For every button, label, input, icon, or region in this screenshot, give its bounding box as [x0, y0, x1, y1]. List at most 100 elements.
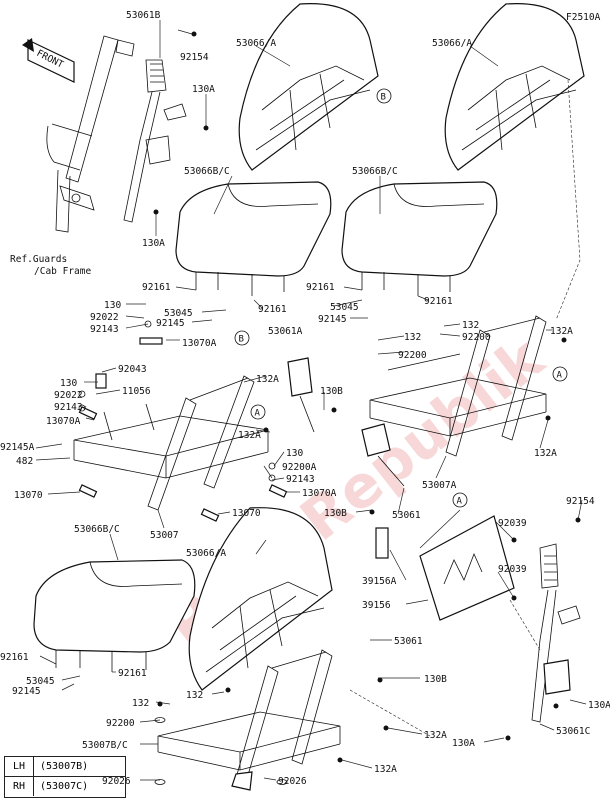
- callout: 92161: [424, 296, 453, 307]
- leader-lines: [35, 20, 587, 781]
- ref-circle-b-2: B: [234, 330, 250, 346]
- ref-note-line1: Ref.Guards: [10, 254, 67, 265]
- callout: 132A: [424, 730, 447, 741]
- callout: 92145: [318, 314, 347, 325]
- seat-belt-left-drawing: [115, 39, 187, 223]
- callout-labels: 53061B 92154 130A 130A 53066/A 53066/A 5…: [0, 10, 610, 787]
- callout: 53061: [394, 636, 423, 647]
- callout: 92022: [54, 390, 83, 401]
- callout: 53066B/C: [74, 524, 120, 535]
- seat-back-upper-right-drawing: [444, 3, 585, 171]
- callout: 53007: [150, 530, 179, 541]
- seat-cushion-upper-right-drawing: [341, 181, 498, 296]
- svg-text:A: A: [255, 409, 261, 419]
- callout: 130A: [588, 700, 610, 711]
- seat-cushion-lower-drawing: [33, 559, 196, 672]
- callout: 132A: [238, 430, 261, 441]
- callout: 53045: [164, 308, 193, 319]
- callout: 92154: [180, 52, 209, 63]
- svg-text:A: A: [557, 371, 563, 381]
- callout: 130B: [324, 508, 347, 519]
- callout: 132A: [534, 448, 557, 459]
- legend-side: RH: [5, 777, 34, 796]
- seat-frame-lower-drawing: [157, 649, 341, 791]
- callout: 92143: [90, 324, 119, 335]
- front-arrow-icon: FRONT: [22, 38, 75, 83]
- buckle-53061-mid-drawing: [361, 423, 405, 487]
- fastener-dots: [153, 31, 581, 785]
- callout: 92026: [278, 776, 307, 787]
- buckle-53061A-drawing: [287, 357, 315, 433]
- callout: 132A: [256, 374, 279, 385]
- callout: 92043: [118, 364, 147, 375]
- callout: 130B: [320, 386, 343, 397]
- callout: 92143: [54, 402, 83, 413]
- callout: 53007B/C: [82, 740, 128, 751]
- callout: 39156: [362, 600, 391, 611]
- svg-text:B: B: [381, 93, 386, 103]
- callout: 92161: [258, 304, 287, 315]
- callout: 92161: [118, 668, 147, 679]
- callout: 92145: [12, 686, 41, 697]
- callout: 53066/A: [186, 548, 226, 559]
- callout: 92145: [156, 318, 185, 329]
- callout: 92022: [90, 312, 119, 323]
- seat-back-upper-left-drawing: [238, 3, 379, 171]
- callout: 130A: [142, 238, 165, 249]
- callout: 92154: [566, 496, 595, 507]
- callout: 132A: [374, 764, 397, 775]
- callout: 132A: [550, 326, 573, 337]
- callout: 92161: [0, 652, 29, 663]
- legend-row: LH (53007B): [5, 757, 125, 776]
- svg-text:B: B: [239, 335, 244, 345]
- callout: 53066B/C: [352, 166, 398, 177]
- callout: 11056: [122, 386, 151, 397]
- callout: 13070: [232, 508, 261, 519]
- ref-circle-a-2: A: [250, 404, 266, 420]
- callout: 132: [462, 320, 479, 331]
- callout: 53066/A: [432, 38, 472, 49]
- callout: 130: [60, 378, 77, 389]
- callout: 92200: [462, 332, 491, 343]
- callout: 53007A: [422, 480, 457, 491]
- callout: 92039: [498, 564, 527, 575]
- callout: 13070A: [302, 488, 337, 499]
- callout: 53061A: [268, 326, 303, 337]
- callout: 92161: [306, 282, 335, 293]
- callout: 130B: [424, 674, 447, 685]
- callout: 13070: [14, 490, 43, 501]
- figure-id: F2510A: [566, 12, 601, 23]
- callout: 132: [132, 698, 149, 709]
- legend-part: (53007C): [40, 781, 89, 792]
- callout: 92039: [498, 518, 527, 529]
- callout: 92145A: [0, 442, 35, 453]
- ref-circle-a-1: A: [552, 366, 568, 382]
- callout: 39156A: [362, 576, 397, 587]
- seat-frame-left-drawing: [73, 375, 269, 511]
- callout: 53061B: [126, 10, 161, 21]
- panel-39156-drawing: [375, 515, 515, 621]
- callout: 13070A: [182, 338, 217, 349]
- callout: 130A: [452, 738, 475, 749]
- callout: 130: [104, 300, 121, 311]
- guard-frame-drawing: [46, 35, 119, 233]
- callout: 130A: [192, 84, 215, 95]
- callout: 53061: [392, 510, 421, 521]
- side-legend-table: LH (53007B) RH (53007C): [4, 756, 126, 798]
- callout: 53061C: [556, 726, 590, 737]
- callout: 53066B/C: [184, 166, 230, 177]
- ref-circle-b-1: B: [376, 88, 392, 104]
- svg-text:A: A: [457, 497, 463, 507]
- legend-part: (53007B): [40, 761, 89, 772]
- callout: 130: [286, 448, 303, 459]
- legend-side: LH: [5, 757, 34, 776]
- callout: 482: [16, 456, 33, 467]
- legend-row: RH (53007C): [5, 776, 125, 796]
- callout: 92200: [398, 350, 427, 361]
- callout: 53066/A: [236, 38, 276, 49]
- seat-belt-right-drawing: [531, 543, 581, 723]
- small-parts-left-drawing: [78, 320, 288, 522]
- seat-frame-right-drawing: [369, 315, 547, 457]
